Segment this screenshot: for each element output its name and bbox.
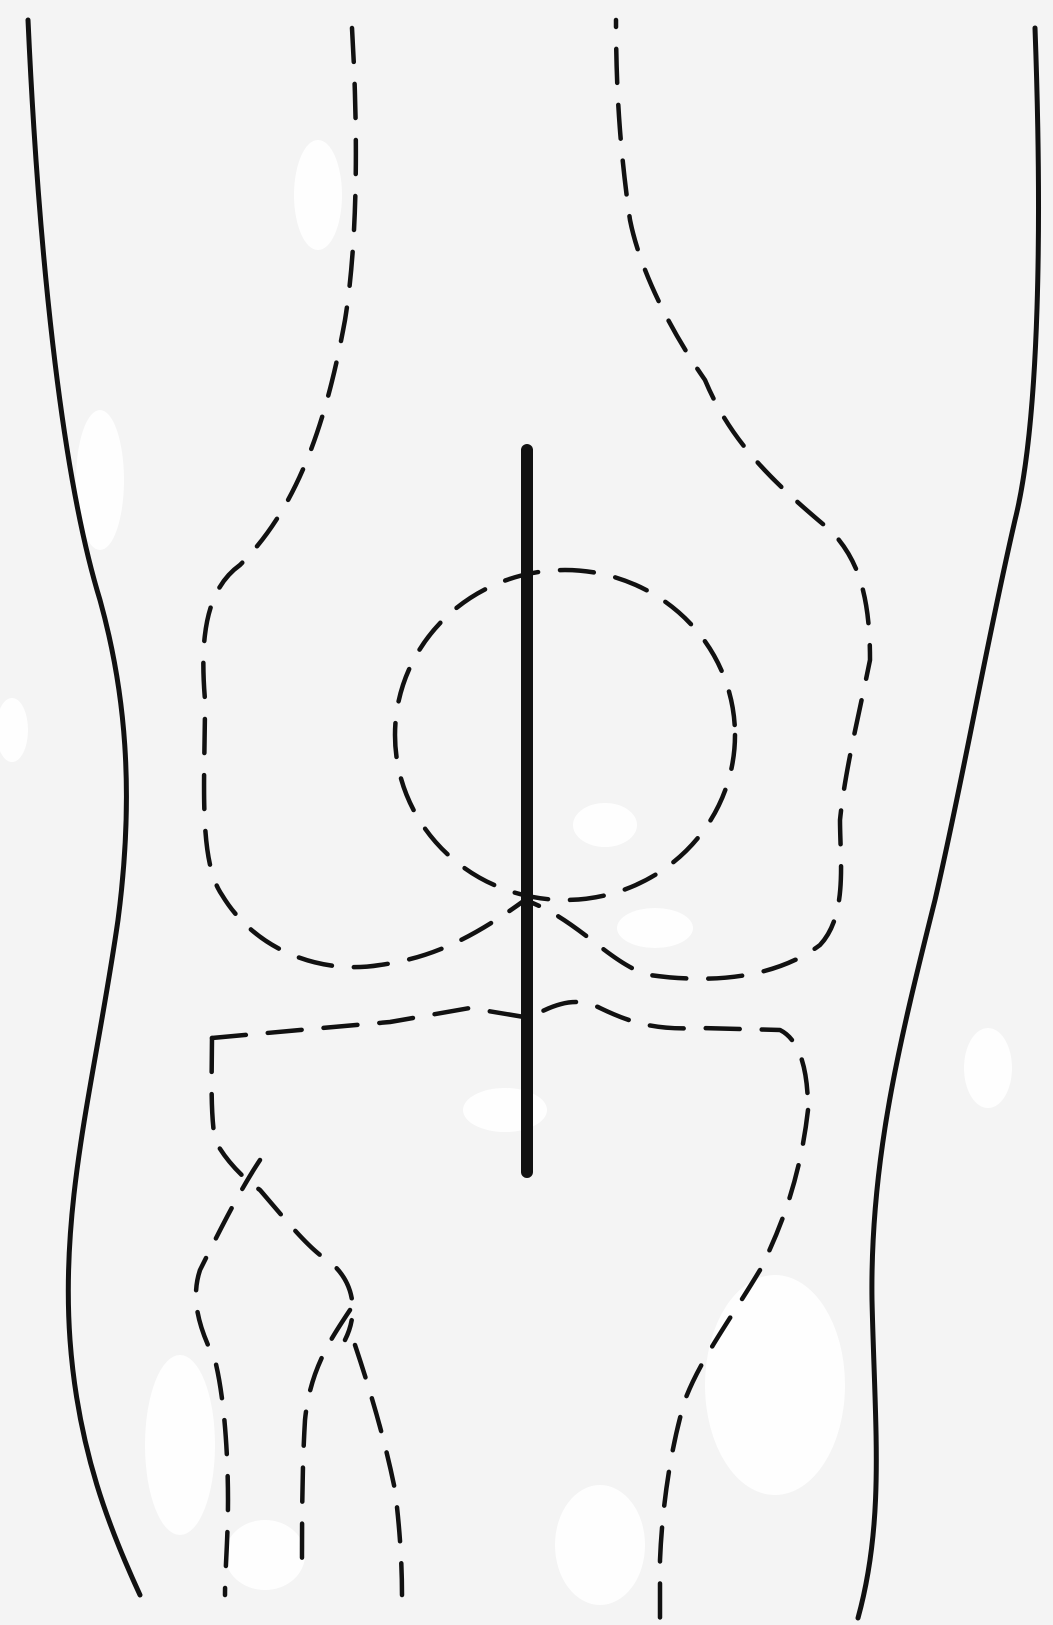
scan-speck xyxy=(555,1485,645,1605)
scan-speck xyxy=(573,803,637,847)
scan-speck xyxy=(964,1028,1012,1108)
scan-speck xyxy=(225,1520,305,1590)
scan-speck xyxy=(617,908,693,948)
scan-speck xyxy=(294,140,342,250)
scan-speck xyxy=(145,1355,215,1535)
scan-speck xyxy=(705,1275,845,1495)
scan-speck xyxy=(463,1088,547,1132)
